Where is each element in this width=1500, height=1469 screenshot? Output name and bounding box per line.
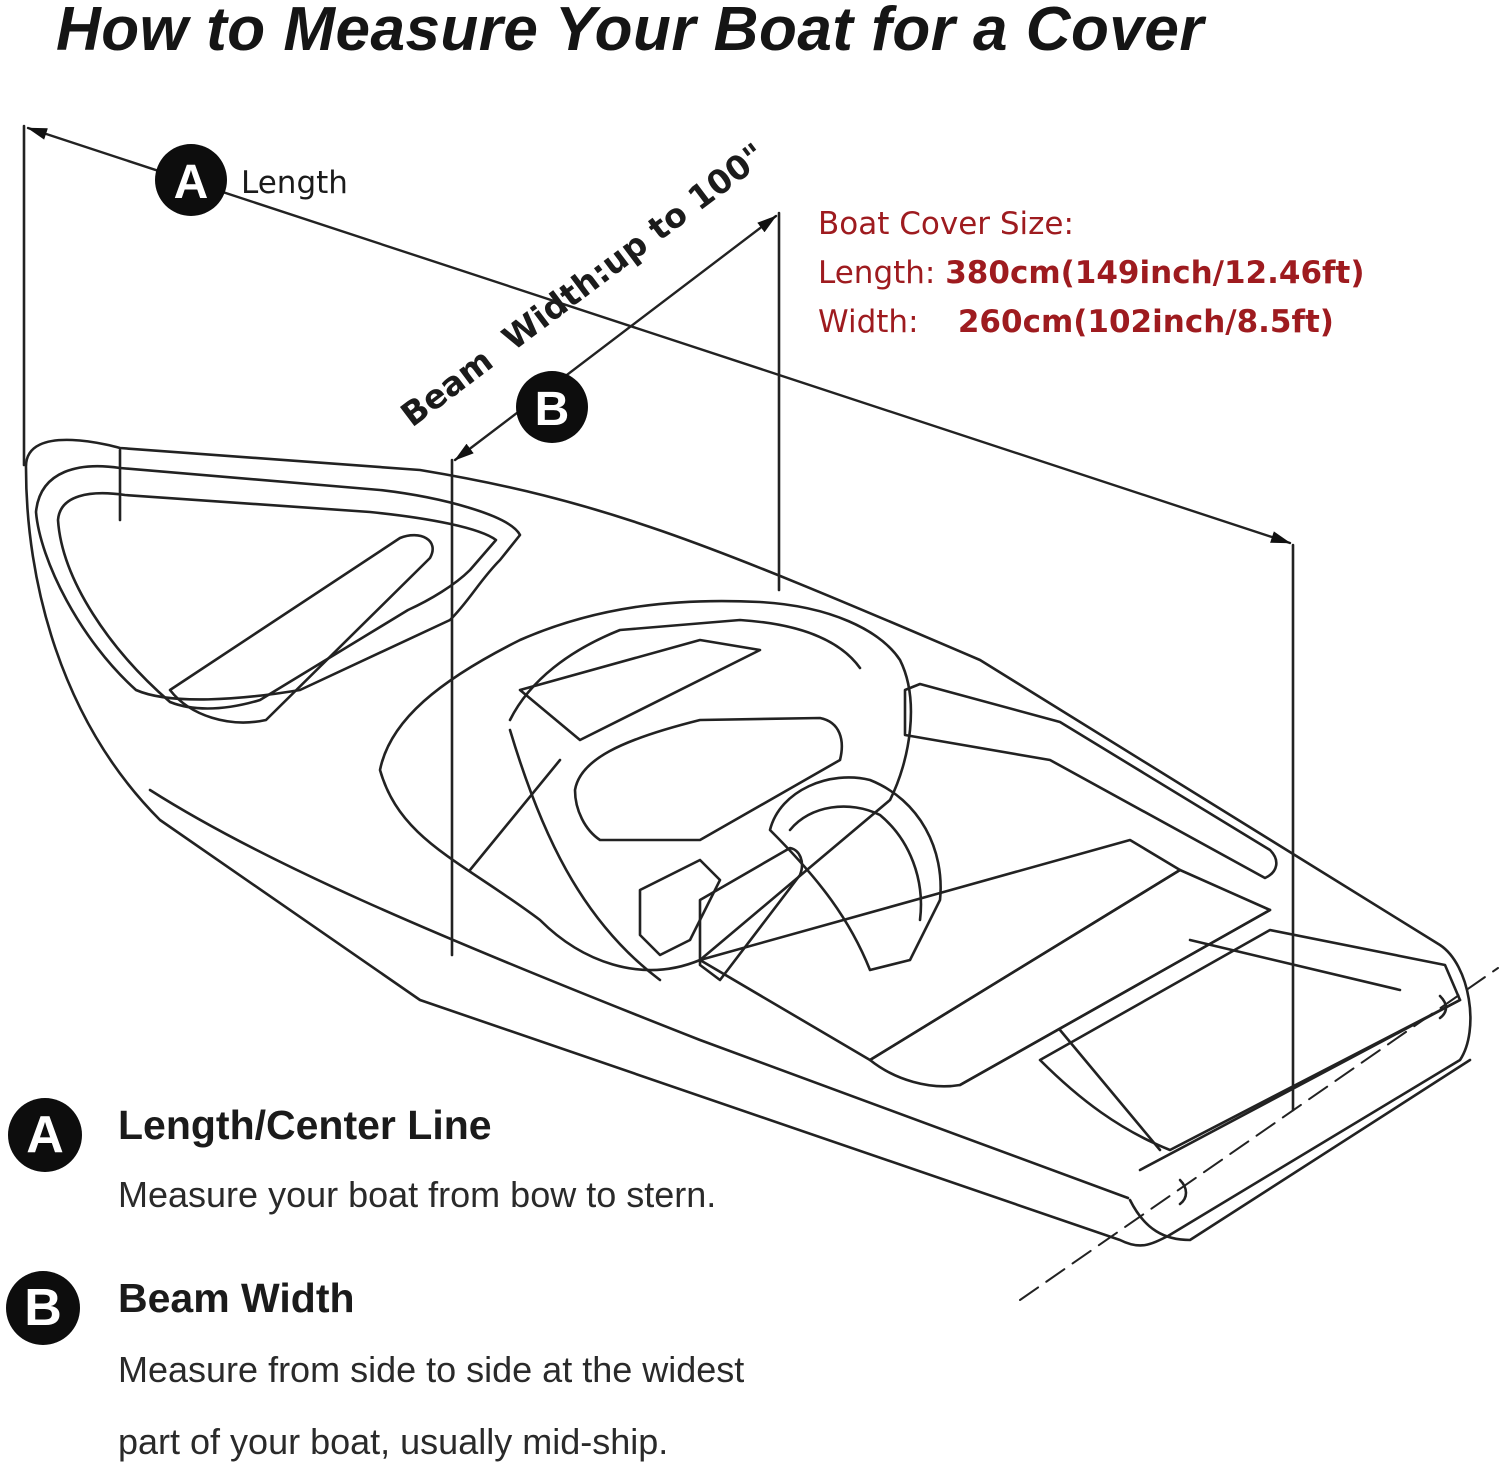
cover-length-label: Length: (818, 255, 936, 291)
rear-bench (868, 868, 1272, 1088)
length-label: A Length (155, 144, 348, 216)
boat-cover-size-spec: Boat Cover Size: Length: 380cm(149inch/1… (818, 200, 1365, 347)
legend-beam-description-line-1: Measure from side to side at the widest (118, 1349, 745, 1390)
cover-size-heading: Boat Cover Size: (818, 206, 1074, 242)
windshield-post-right (508, 728, 662, 982)
beam-badge-letter: B (535, 383, 570, 436)
transom-deck (1038, 928, 1462, 1152)
stern-tick-2 (1438, 994, 1448, 1020)
driver-seat-base (638, 858, 722, 957)
bow-deck-board (168, 533, 434, 724)
dashboard-console (573, 716, 844, 842)
steering-wheel (768, 776, 942, 972)
length-badge-letter: A (174, 156, 209, 209)
length-badge (155, 144, 227, 216)
console-top (518, 638, 762, 742)
stern-tick-1 (1178, 1178, 1188, 1206)
driver-seat-back (698, 846, 804, 982)
windshield (378, 599, 913, 972)
beam-label: B Beam Width:up to 100" (393, 135, 773, 443)
page-title: How to Measure Your Boat for a Cover (56, 0, 1204, 64)
steering-wheel-inner (788, 805, 923, 922)
cover-width-value: 260cm(102inch/8.5ft) (957, 304, 1334, 340)
bow-deck-inner (56, 491, 498, 710)
legend-length-badge: A (8, 1098, 82, 1172)
rear-bench-front (958, 908, 1272, 1087)
legend-beam-title: Beam Width (118, 1275, 355, 1321)
cover-width-label: Width: (818, 304, 919, 340)
gunwale-rail (34, 464, 522, 701)
windshield-post-left (468, 758, 562, 872)
legend-beam-description-line-2: part of your boat, usually mid-ship. (118, 1421, 669, 1462)
beam-dimension-line (453, 214, 778, 462)
beam-badge (516, 371, 588, 443)
transom-edge (1138, 998, 1462, 1172)
length-label-text: Length (241, 165, 348, 201)
legend-length-title: Length/Center Line (118, 1102, 492, 1148)
transom-cross-brace-2 (1188, 938, 1402, 992)
transom-cross-brace-1 (1058, 1028, 1162, 1152)
centerline-dashed (1019, 967, 1499, 1301)
side-cushion (903, 682, 1278, 880)
windshield-frame (508, 618, 862, 722)
hull-outline (24, 438, 1472, 1247)
cover-length-value: 380cm(149inch/12.46ft) (945, 255, 1365, 291)
transom-bottom (1128, 1058, 1472, 1242)
hull-chine-line (148, 788, 1130, 1200)
cover-length-row: Length: 380cm(149inch/12.46ft) (818, 249, 1365, 298)
legend-length-description: Measure your boat from bow to stern. (118, 1174, 717, 1215)
cover-width-row: Width: 260cm(102inch/8.5ft) (818, 298, 1365, 347)
legend-beam-badge: B (6, 1271, 80, 1345)
